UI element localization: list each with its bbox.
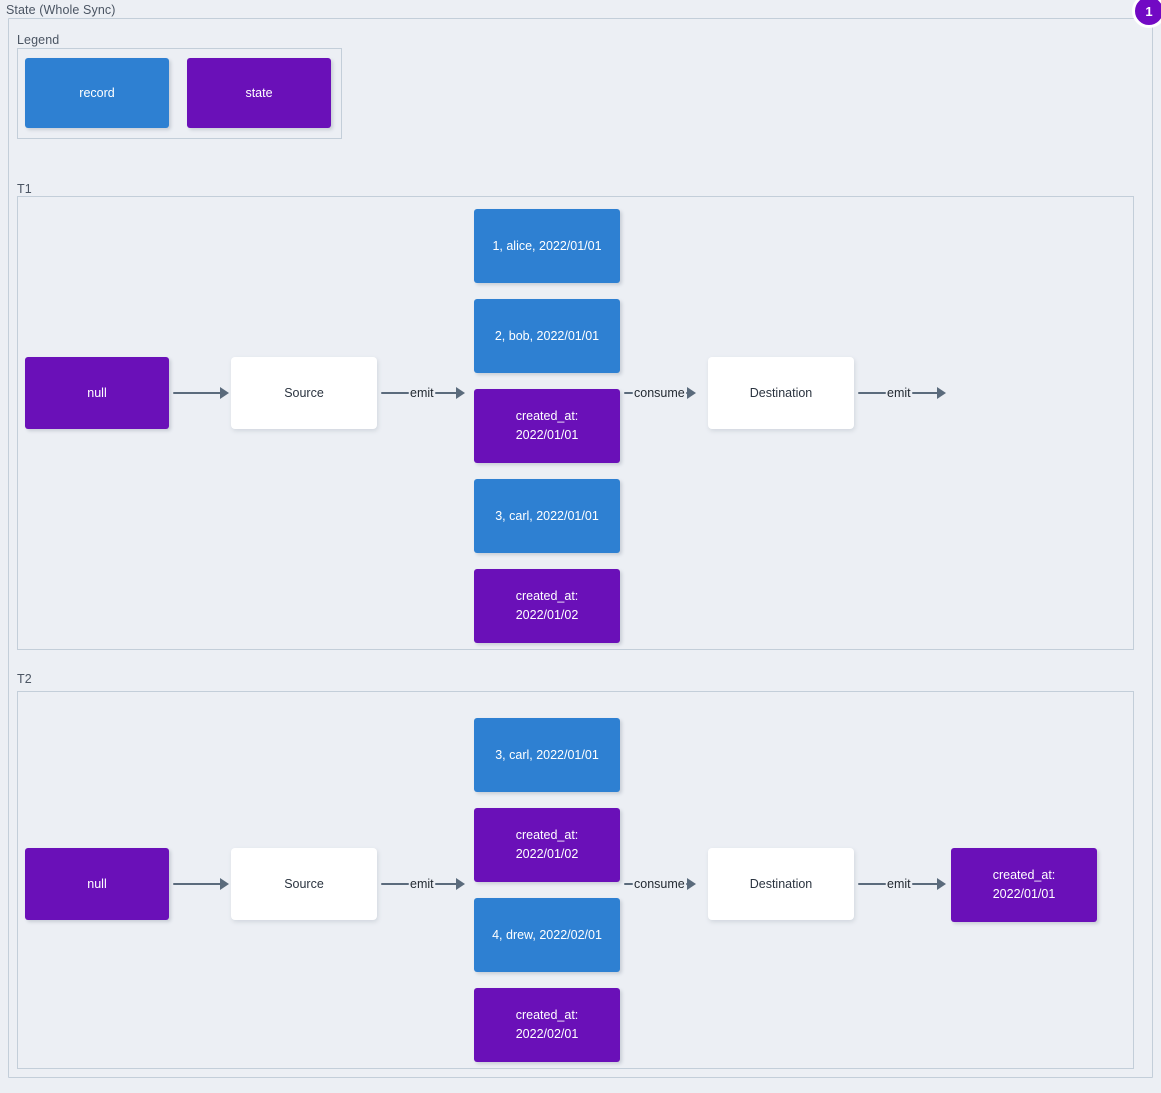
t1-record-node-3: 3, carl, 2022/01/01 [474,479,620,553]
step-badge[interactable]: 1 [1132,0,1161,28]
t2-title: T2 [17,672,32,686]
t2-edge-label-emit: emit [410,876,434,891]
t1-destination-node: Destination [708,357,854,429]
t1-edge-state-to-source [173,386,229,400]
t2-edge-state-to-source [173,877,229,891]
t1-initial-state-node: null [25,357,169,429]
t1-source-node: Source [231,357,377,429]
t2-edge-consume: consume [624,877,696,891]
t2-source-node: Source [231,848,377,920]
t2-record-node-2: 4, drew, 2022/02/01 [474,898,620,972]
t1-edge-destination-emit: emit [858,386,946,400]
t2-initial-state-node: null [25,848,169,920]
t2-record-node-1: 3, carl, 2022/01/01 [474,718,620,792]
t1-edge-label-emit: emit [410,385,434,400]
t1-record-node-1: 1, alice, 2022/01/01 [474,209,620,283]
t2-final-state-node: created_at: 2022/01/01 [951,848,1097,922]
t2-state-node-2: created_at: 2022/02/01 [474,988,620,1062]
t1-state-node-2: created_at: 2022/01/02 [474,569,620,643]
legend-swatch-record: record [25,58,169,128]
t2-state-node-1: created_at: 2022/01/02 [474,808,620,882]
t2-edge-label-dest-emit: emit [887,876,911,891]
legend-title: Legend [17,33,60,47]
t2-edge-source-emit: emit [381,877,465,891]
t2-edge-label-consume: consume [634,876,685,891]
page-title: State (Whole Sync) [6,3,116,17]
t1-title: T1 [17,182,32,196]
t1-state-node-1: created_at: 2022/01/01 [474,389,620,463]
t2-edge-destination-emit: emit [858,877,946,891]
legend-swatch-state: state [187,58,331,128]
t1-edge-source-emit: emit [381,386,465,400]
t1-edge-label-consume: consume [634,385,685,400]
t1-edge-consume: consume [624,386,696,400]
t1-record-node-2: 2, bob, 2022/01/01 [474,299,620,373]
t2-destination-node: Destination [708,848,854,920]
t1-edge-label-dest-emit: emit [887,385,911,400]
